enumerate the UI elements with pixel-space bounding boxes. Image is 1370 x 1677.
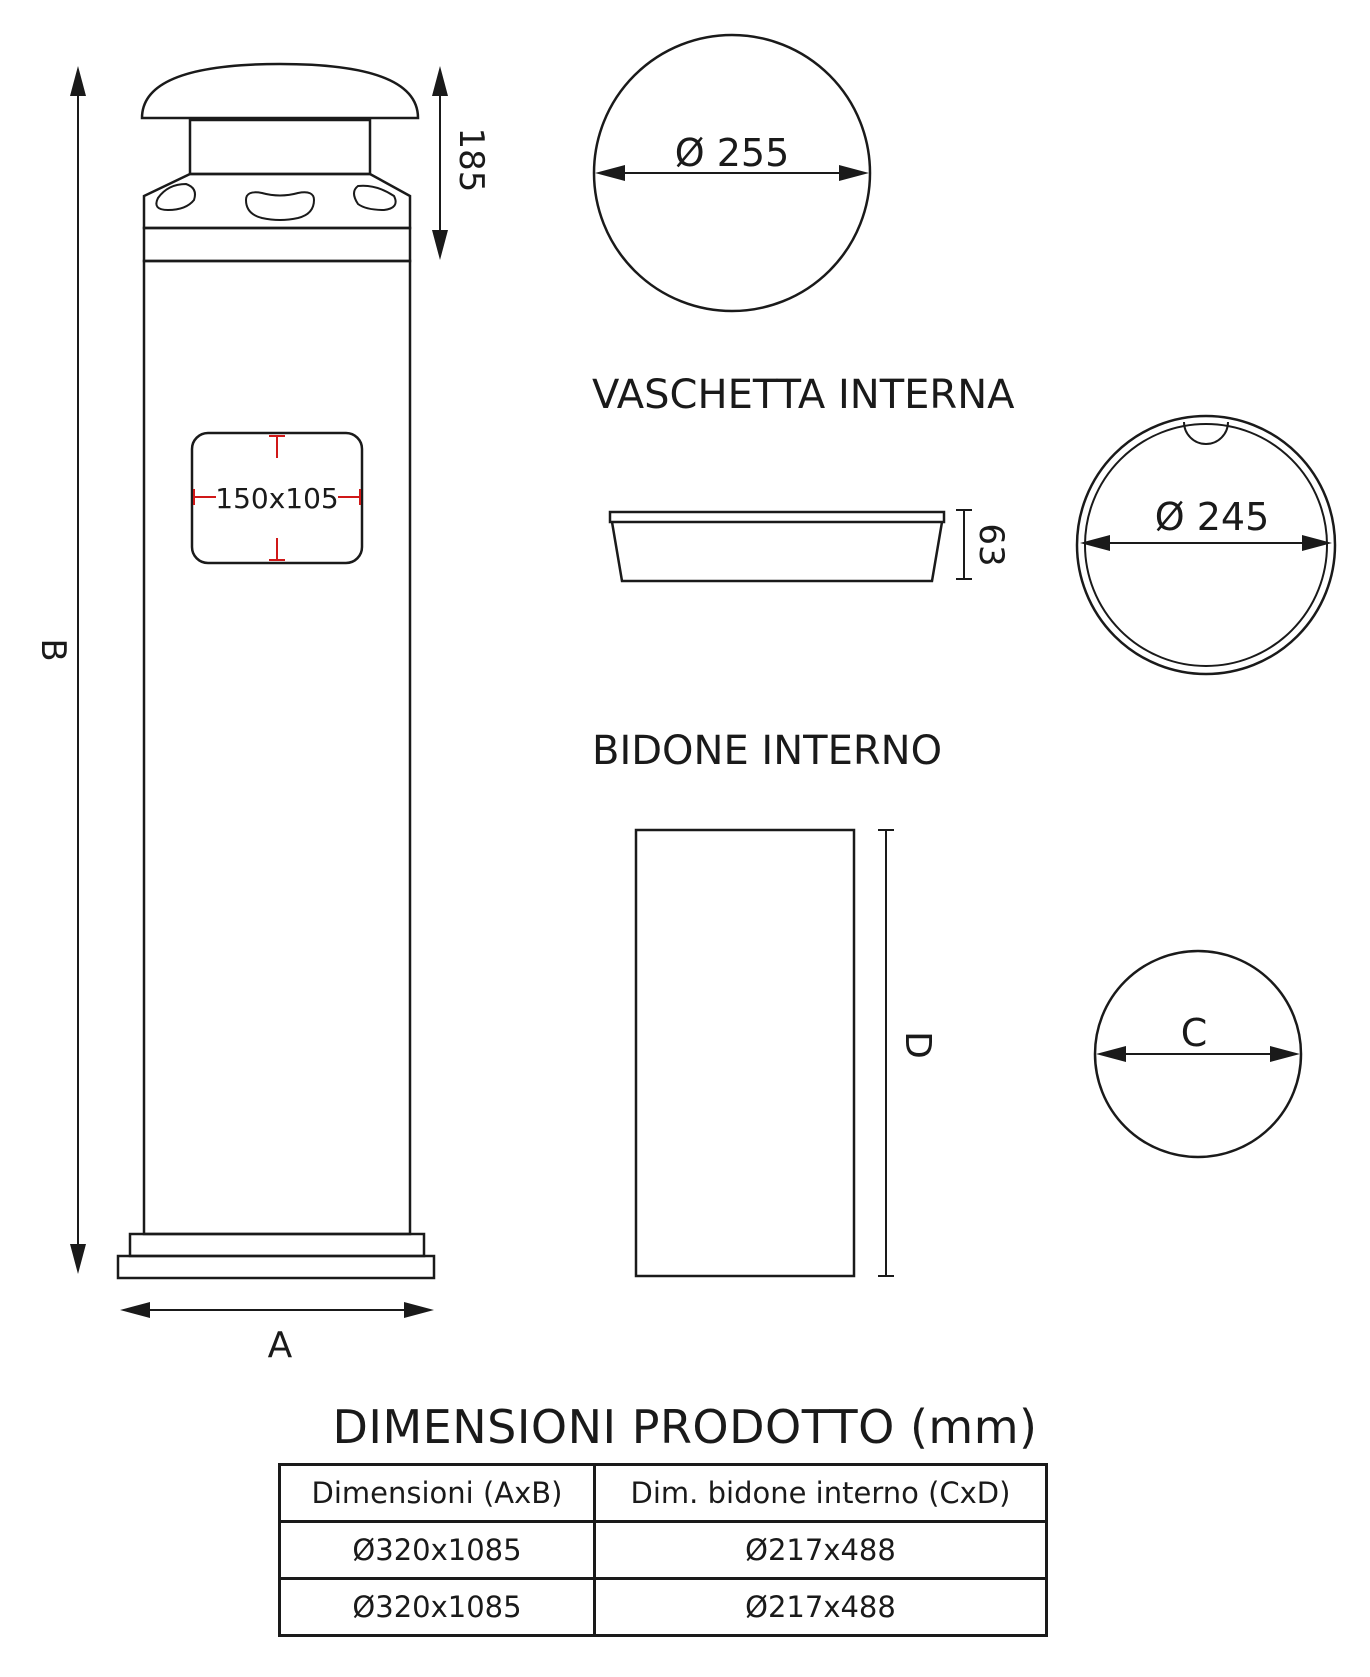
dimensions-table: Dimensioni (AxB) Dim. bidone interno (Cx… [278,1463,1048,1637]
inner-bin-body [634,828,856,1278]
section-bin-title: BIDONE INTERNO [592,728,942,774]
ash-slot-center [244,191,316,221]
cap-top-view: Ø 255 [592,33,872,313]
table-cell: Ø320x1085 [278,1520,596,1580]
main-bin-side-view: 150x105 [116,62,436,1280]
dimension-b: B [33,66,86,1274]
dimension-b-label: B [33,638,73,661]
bin-dome-cap [140,62,420,120]
tray-diameter-label: Ø 245 [1155,495,1270,539]
ash-slot-right [353,184,397,212]
dimension-cap-height: 185 [432,66,491,260]
inner-bin-top-view: C [1093,949,1303,1159]
table-row: Ø320x1085 Ø217x488 [278,1577,1048,1637]
tray-body [610,521,944,583]
dimensions-table-title: DIMENSIONI PRODOTTO (mm) [332,1400,1038,1454]
dimension-cap-height-label: 185 [451,128,491,193]
tray-side-view: 63 [608,509,1011,583]
bin-body [142,259,412,1236]
dimension-a: A [120,1302,434,1366]
table-cell: Ø217x488 [593,1577,1048,1637]
label-window [190,431,364,565]
bin-base-upper [128,1232,426,1258]
tray-notch [1183,421,1229,445]
table-header-row: Dimensioni (AxB) Dim. bidone interno (Cx… [278,1463,1048,1523]
table-row: Ø320x1085 Ø217x488 [278,1520,1048,1580]
table-cell: Ø217x488 [593,1520,1048,1580]
ash-slot-left [155,182,196,212]
bin-base-lower [116,1254,436,1280]
bin-collar [142,226,412,263]
table-header-cell: Dimensioni (AxB) [278,1463,596,1523]
inner-bin-height-label: D [897,1031,938,1059]
dimension-a-label: A [268,1325,293,1366]
label-window-dimension: 150x105 [215,482,338,515]
table-header-cell: Dim. bidone interno (CxD) [593,1463,1048,1523]
tray-top-view: Ø 245 [1075,414,1337,676]
section-tray-title: VASCHETTA INTERNA [592,372,1015,418]
inner-bin-diameter-label: C [1181,1011,1208,1055]
inner-bin-side-view: D [634,828,938,1278]
bin-cap-neck [188,118,372,176]
table-cell: Ø320x1085 [278,1577,596,1637]
tray-height-label: 63 [971,523,1011,566]
tray-rim [608,510,946,524]
cap-diameter-label: Ø 255 [675,131,790,175]
